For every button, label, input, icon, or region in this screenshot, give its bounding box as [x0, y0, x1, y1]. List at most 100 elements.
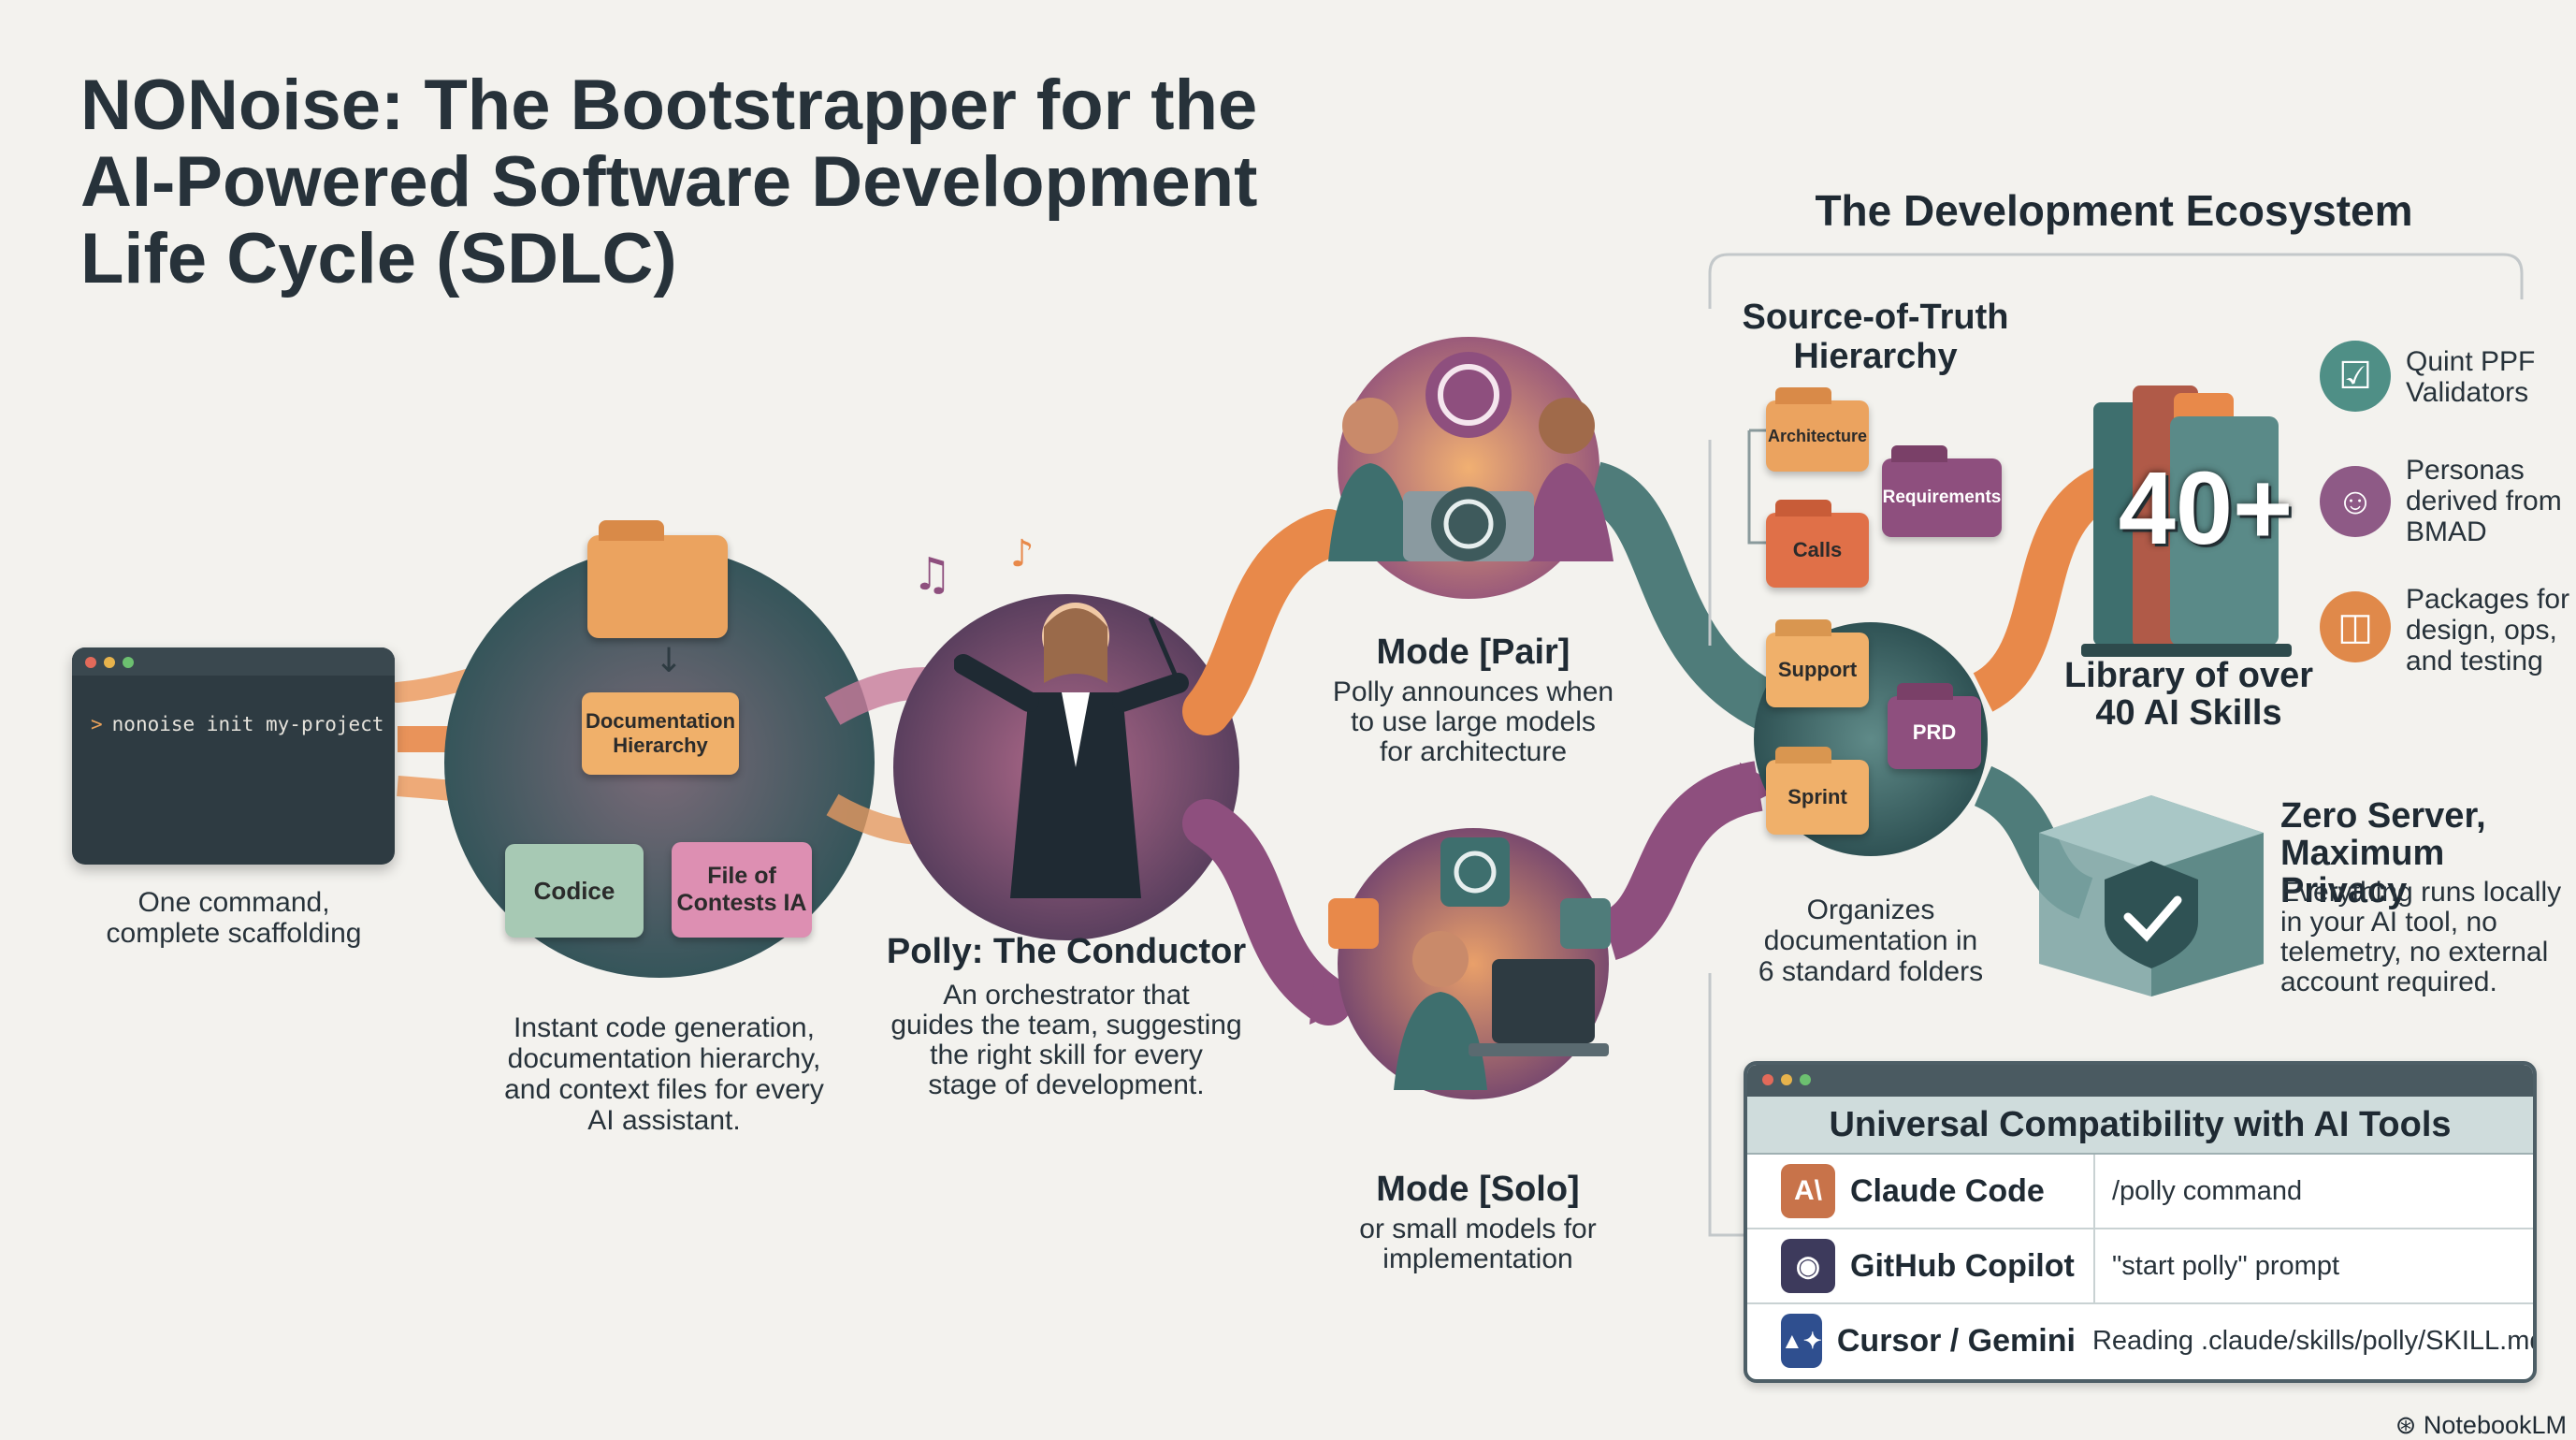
- privacy-cube-illustration: [2039, 795, 2264, 996]
- compat-tool-name: Claude Code: [1850, 1172, 2045, 1209]
- conductor-heading: Polly: The Conductor: [886, 932, 1247, 971]
- folder-contests-label-1: File of: [707, 863, 776, 889]
- mode-pair-line-3: for architecture: [1379, 736, 1568, 767]
- compat-separator: [2093, 1155, 2095, 1228]
- feature-validators-text: Quint PPF Validators: [2406, 346, 2535, 408]
- ecosystem-heading: The Development Ecosystem: [1815, 186, 2413, 235]
- source-of-truth-heading: Source-of-Truth Hierarchy: [1726, 298, 2025, 376]
- mode-pair-line-1: Polly announces when: [1332, 676, 1614, 707]
- feature-packages-text: Packages for design, ops, and testing: [2406, 584, 2569, 676]
- conductor-caption-line-4: stage of development.: [928, 1069, 1205, 1100]
- compatibility-window: Universal Compatibility with AI Tools A\…: [1744, 1061, 2537, 1383]
- compat-separator: [2093, 1229, 2095, 1302]
- scaffold-caption-line-3: and context files for every: [504, 1074, 824, 1105]
- compat-row-copilot: ◉ GitHub Copilot "start polly" prompt: [1747, 1229, 2533, 1304]
- mode-solo-line-1: or small models for: [1359, 1214, 1597, 1244]
- privacy-heading-line-2: Maximum Privacy: [2280, 834, 2445, 910]
- cursor-gemini-icon: ▲✦: [1781, 1314, 1822, 1368]
- privacy-line-1: Everything runs locally: [2280, 877, 2562, 908]
- compat-row-claude: A\ Claude Code /polly command: [1747, 1155, 2533, 1229]
- solo-developer-icon: [1328, 837, 1611, 1090]
- compat-usage: /polly command: [2112, 1175, 2303, 1206]
- feature-personas: ☺: [2320, 466, 2391, 537]
- folder-contests-label-2: Contests IA: [676, 890, 807, 916]
- mode-pair-line-2: to use large models: [1351, 706, 1596, 737]
- terminal-window: > nonoise init my-project: [72, 647, 395, 865]
- feature-personas-text: Personas derived from BMAD: [2406, 455, 2562, 547]
- folder-calls-label: Calls: [1792, 538, 1843, 561]
- top-folder-icon: [587, 520, 728, 638]
- feature-validators: ☑: [2320, 341, 2391, 412]
- scaffold-caption-line-4: AI assistant.: [587, 1105, 741, 1136]
- source-of-truth-line-1: Source-of-Truth: [1742, 298, 2009, 337]
- mode-solo-line-2: implementation: [1382, 1244, 1573, 1274]
- feature-validators-line-2: Validators: [2406, 377, 2529, 408]
- folder-prd-label: PRD: [1912, 720, 1957, 744]
- feature-packages-line-3: and testing: [2406, 646, 2543, 676]
- close-dot-icon: [1762, 1074, 1773, 1085]
- brand-label: NotebookLM: [2423, 1411, 2567, 1439]
- folder-sprint-label: Sprint: [1787, 785, 1847, 808]
- scaffold-caption-line-2: documentation hierarchy,: [507, 1043, 821, 1074]
- compat-usage: Reading .claude/skills/polly/SKILL.md: [2091, 1325, 2537, 1356]
- library-caption-line-2: 40 AI Skills: [2095, 693, 2282, 733]
- folder-architecture-label: Architecture: [1767, 426, 1868, 445]
- mode-solo-heading: Mode [Solo]: [1376, 1170, 1580, 1209]
- copilot-icon: ◉: [1781, 1239, 1835, 1293]
- folder-doc-label-1: Documentation: [585, 709, 736, 733]
- conductor-caption: An orchestrator that guides the team, su…: [870, 981, 1263, 1100]
- folder-prd: PRD: [1888, 683, 1981, 769]
- folders-caption: Organizes documentation in 6 standard fo…: [1740, 895, 2002, 987]
- feature-packages-line-2: design, ops,: [2406, 615, 2557, 646]
- folders-caption-line-2: documentation in: [1763, 925, 1978, 956]
- mode-solo-caption: or small models for implementation: [1300, 1215, 1656, 1274]
- maximize-dot-icon: [123, 657, 134, 668]
- privacy-text: Everything runs locally in your AI tool,…: [2280, 878, 2561, 997]
- feature-validators-line-1: Quint PPF: [2406, 346, 2536, 377]
- folder-codice: Codice: [505, 844, 644, 938]
- conductor-caption-line-2: guides the team, suggesting: [890, 1010, 1242, 1040]
- package-icon: ◫: [2320, 591, 2391, 662]
- feature-packages: ◫: [2320, 591, 2391, 662]
- terminal-caption-line-2: complete scaffolding: [106, 918, 362, 949]
- title-line-1: NONoise: The Bootstrapper for the: [80, 65, 1258, 145]
- page-title: NONoise: The Bootstrapper for the AI-Pow…: [80, 67, 1390, 298]
- library-books-illustration: [2081, 385, 2292, 657]
- conductor-caption-line-3: the right skill for every: [930, 1040, 1203, 1070]
- folder-doc-label-2: Hierarchy: [613, 734, 708, 757]
- compatibility-titlebar: [1747, 1065, 2533, 1097]
- folder-requirements-label: Requirements: [1882, 487, 2002, 507]
- compat-tool-name: Cursor / Gemini: [1836, 1322, 2076, 1359]
- terminal-command: nonoise init my-project: [111, 713, 384, 735]
- pair-programmers-icon: [1328, 352, 1614, 561]
- library-count: 40+: [2118, 451, 2294, 566]
- compat-tool-name: GitHub Copilot: [1850, 1247, 2075, 1284]
- folder-requirements: Requirements: [1882, 445, 2002, 537]
- privacy-heading: Zero Server, Maximum Privacy: [2280, 797, 2576, 909]
- conductor-caption-line-1: An orchestrator that: [943, 980, 1190, 1011]
- prompt-icon: >: [91, 713, 103, 735]
- terminal-caption-line-1: One command,: [137, 887, 330, 918]
- title-line-2: AI-Powered Software Development: [80, 142, 1258, 222]
- folders-caption-line-3: 6 standard folders: [1758, 956, 1984, 987]
- privacy-line-2: in your AI tool, no: [2280, 907, 2497, 938]
- maximize-dot-icon: [1800, 1074, 1811, 1085]
- folder-support-label: Support: [1777, 658, 1858, 681]
- people-icon: ☺: [2320, 466, 2391, 537]
- claude-icon: A\: [1781, 1164, 1835, 1218]
- compatibility-heading: Universal Compatibility with AI Tools: [1747, 1097, 2533, 1155]
- feature-personas-line-1: Personas: [2406, 455, 2525, 486]
- privacy-line-4: account required.: [2280, 967, 2497, 997]
- compat-usage: "start polly" prompt: [2112, 1250, 2340, 1281]
- scaffold-caption-line-1: Instant code generation,: [514, 1012, 815, 1043]
- checkbox-icon: ☑: [2320, 341, 2391, 412]
- library-caption-line-1: Library of over: [2063, 656, 2314, 695]
- minimize-dot-icon: [1781, 1074, 1792, 1085]
- library-caption: Library of over 40 AI Skills: [2039, 657, 2338, 732]
- feature-personas-line-2: derived from: [2406, 486, 2562, 516]
- folder-codice-label: Codice: [533, 876, 615, 905]
- arrow-down-icon: ↓: [655, 642, 684, 680]
- folders-caption-line-1: Organizes: [1806, 895, 1935, 925]
